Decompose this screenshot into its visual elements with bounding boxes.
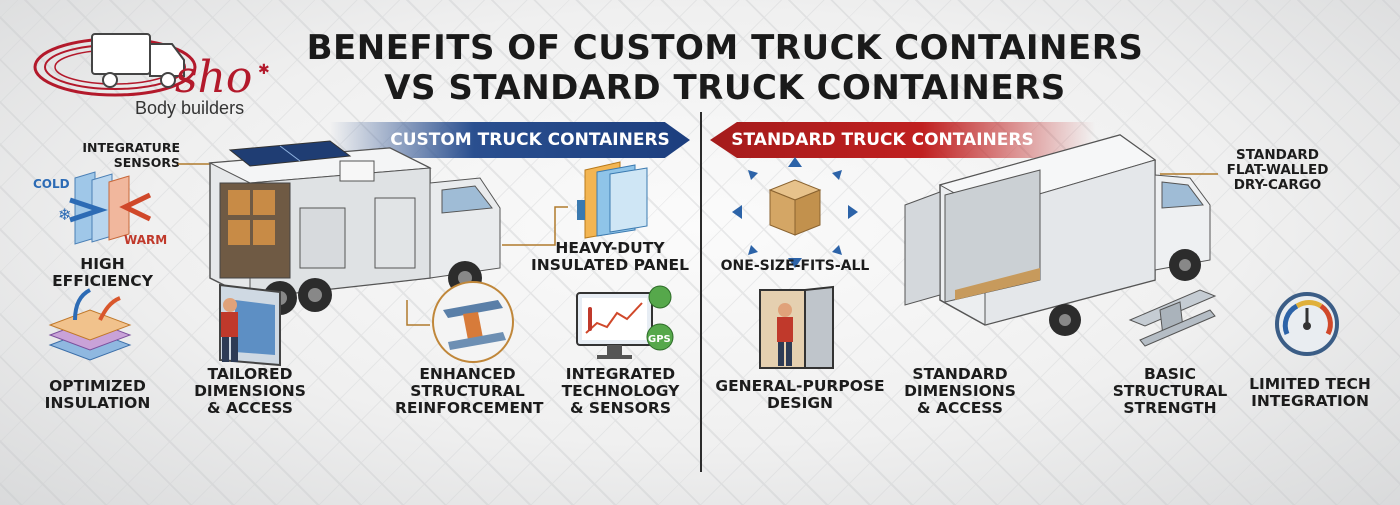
high-efficiency-label: HIGH EFFICIENCY: [52, 255, 153, 290]
svg-text:sho: sho: [175, 52, 252, 103]
limited-tech-label: LIMITED TECH INTEGRATION: [1249, 375, 1371, 410]
cold-label: COLD: [33, 177, 70, 191]
reinforced-beam-icon: [432, 281, 514, 363]
one-size-fits-all-label: ONE-SIZE-FITS-ALL: [720, 258, 870, 274]
standard-truck-illustration: [904, 134, 1211, 336]
heavy-duty-panel-label: HEAVY-DUTY INSULATED PANEL: [531, 239, 689, 274]
svg-text:✱: ✱: [258, 61, 270, 77]
center-divider: [700, 112, 702, 472]
insulated-panel-icon: [577, 161, 648, 239]
basic-beam-icon: [1128, 289, 1217, 347]
custom-banner-label: CUSTOM TRUCK CONTAINERS: [390, 130, 670, 150]
tailored-dimensions-label: TAILORED DIMENSIONS & ACCESS: [194, 365, 306, 417]
enhanced-reinforcement-label: ENHANCED STRUCTURAL REINFORCEMENT: [395, 365, 544, 417]
generic-door-icon: [759, 285, 834, 369]
title-line-1: BENEFITS OF CUSTOM TRUCK CONTAINERS: [306, 28, 1144, 68]
standard-dimensions-label: STANDARD DIMENSIONS & ACCESS: [904, 365, 1016, 417]
standard-banner-label: STANDARD TRUCK CONTAINERS: [731, 130, 1034, 150]
integrated-technology-label: INTEGRATED TECHNOLOGY & SENSORS: [561, 365, 680, 417]
general-purpose-label: GENERAL-PURPOSE DESIGN: [715, 377, 885, 412]
gps-label: GPS: [648, 334, 671, 345]
warm-label: WARM: [124, 233, 168, 247]
box-arrows-icon: [732, 157, 858, 268]
monitor-sensors-icon: [576, 285, 674, 359]
title-line-2: VS STANDARD TRUCK CONTAINERS: [384, 68, 1066, 108]
logo-swoosh-icon: sho ✱: [33, 33, 270, 103]
insulation-layers-icon: [48, 288, 132, 361]
svg-text:❄: ❄: [58, 207, 71, 224]
standard-banner: STANDARD TRUCK CONTAINERS: [710, 122, 1095, 158]
leader-line: [406, 300, 430, 326]
basic-strength-label: BASIC STRUCTURAL STRENGTH: [1112, 365, 1228, 417]
leader-line: [502, 206, 568, 246]
logo-subtitle: Body builders: [135, 98, 245, 118]
page-title: BENEFITS OF CUSTOM TRUCK CONTAINERS VS S…: [300, 28, 1150, 108]
cold-warm-efficiency-icon: ❄: [58, 171, 152, 245]
gauge-icon: [1275, 292, 1339, 356]
leader-line: [1160, 173, 1218, 175]
optimized-insulation-label: OPTIMIZED INSULATION: [44, 377, 151, 412]
integrature-sensors-label: INTEGRATURE SENSORS: [82, 140, 180, 170]
worker-access-icon: [219, 283, 281, 367]
flat-walled-label: STANDARD FLAT-WALLED DRY-CARGO: [1226, 147, 1329, 193]
